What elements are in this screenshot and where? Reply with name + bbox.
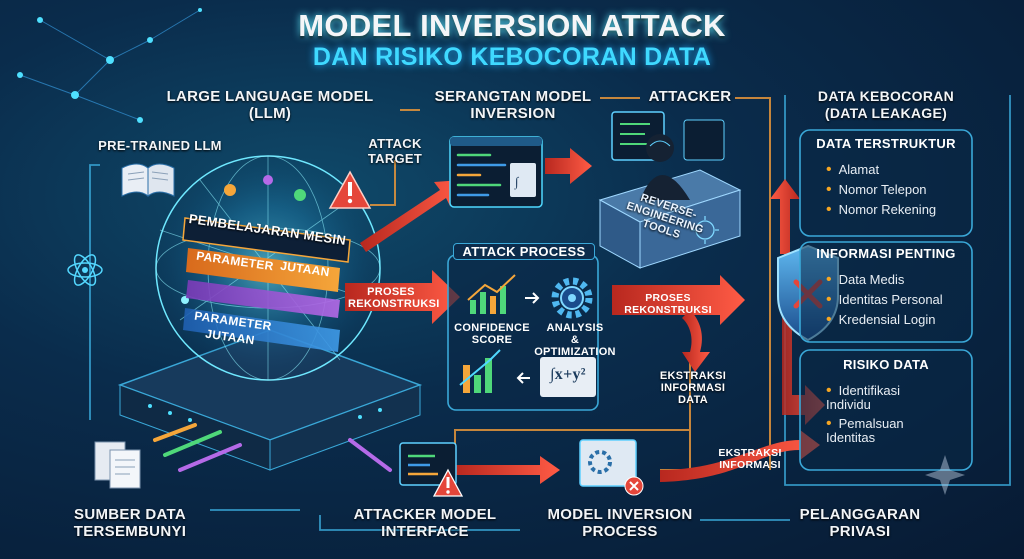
gear-icon (551, 277, 593, 319)
serangan-line1: SERANGTAN MODEL (434, 88, 592, 105)
penting-title: INFORMASI PENTING (816, 246, 956, 261)
process-line1: MODEL INVERSION (547, 506, 693, 523)
page-subtitle: DAN RISIKO KEBOCORAN DATA (312, 43, 712, 71)
attacker-label: ATTACKER (648, 88, 732, 105)
pelanggaran-label: PELANGGARAN PRIVASI (790, 506, 930, 540)
interface-monitor-icon (399, 442, 464, 497)
ekstraksi2-line2: INFORMASI (719, 459, 781, 471)
confidence-label: CONFIDENCE SCORE (452, 322, 532, 346)
list-item: Kredensial Login (826, 310, 943, 330)
risiko-title: RISIKO DATA (843, 357, 929, 372)
serangan-label: SERANGTAN MODEL INVERSION (418, 88, 608, 122)
analysis-label: ANALYSIS & OPTIMIZATION (530, 322, 620, 358)
book-icon (121, 163, 175, 198)
ekstraksi-line1: EKSTRAKSI (659, 370, 727, 382)
attack-target-line1: ATTACK (368, 136, 422, 151)
proses-right-label: PROSES REKONSTRUKSI (624, 292, 712, 316)
sparkle-icon (925, 455, 965, 495)
interface-line1: ATTACKER MODEL (353, 506, 497, 523)
attack-process-title: ATTACK PROCESS (453, 243, 595, 260)
svg-text:∫: ∫ (514, 174, 520, 190)
inversion-process-label: MODEL INVERSION PROCESS (525, 506, 715, 540)
sumber-line1: SUMBER DATA (74, 506, 186, 523)
constellation (19, 9, 201, 121)
penting-list: Data Medis Identitas Personal Kredensial… (826, 270, 943, 330)
interface-label: ATTACKER MODEL INTERFACE (335, 506, 515, 540)
list-item: Alamat (826, 160, 936, 180)
code-window: ∫ (449, 136, 543, 208)
list-item: Identitas Personal (826, 290, 943, 310)
ekstraksi-data-label: EKSTRAKSI INFORMASI DATA (648, 370, 738, 406)
page-title: MODEL INVERSION ATTACK (298, 8, 726, 43)
list-item: Identifikasi Individu (826, 384, 946, 412)
process-monitor-icon (579, 439, 644, 496)
terstruktur-list: Alamat Nomor Telepon Nomor Rekening (826, 160, 937, 220)
confidence-line1: CONFIDENCE (454, 322, 530, 334)
llm-label-line2: (LLM) (248, 105, 292, 122)
warning-icon (328, 170, 372, 209)
ekstraksi2-line1: EKSTRAKSI (718, 447, 782, 459)
sumber-line2: TERSEMBUNYI (73, 523, 187, 540)
documents-icon (94, 441, 141, 489)
atom-icon (67, 254, 103, 286)
model-layers (182, 217, 351, 352)
llm-label: LARGE LANGUAGE MODEL (LLM) (160, 88, 380, 122)
list-item: Nomor Telepon (826, 180, 936, 200)
list-item: Pemalsuan Identitas (826, 417, 946, 445)
leakage-title: DATA KEBOCORAN (DATA LEAKAGE) (796, 88, 976, 122)
analysis-line2: & OPTIMIZATION (534, 334, 616, 358)
proses-left-line1: PROSES (367, 286, 415, 298)
pelanggaran-line2: PRIVASI (829, 523, 891, 540)
attack-target-line2: TARGET (367, 151, 423, 166)
growth-chart-icon (459, 349, 501, 393)
terstruktur-title: DATA TERSTRUKTUR (816, 136, 956, 151)
pelanggaran-line1: PELANGGARAN (799, 506, 921, 523)
confidence-line2: SCORE (471, 334, 513, 346)
pretrained-label: PRE-TRAINED LLM (98, 138, 222, 153)
ekstraksi-line2: INFORMASI (660, 382, 726, 394)
llm-label-line1: LARGE LANGUAGE MODEL (166, 88, 374, 105)
interface-line2: INTERFACE (381, 523, 469, 540)
list-item: Data Medis (826, 270, 943, 290)
formula-card (540, 357, 596, 397)
serangan-line2: INVERSION (470, 105, 556, 122)
chart-icon (467, 274, 516, 314)
leakage-title-line1: DATA KEBOCORAN (817, 88, 955, 104)
sumber-data-label: SUMBER DATA TERSEMBUNYI (55, 506, 205, 540)
ekstraksi-informasi-label: EKSTRAKSI INFORMASI (710, 447, 790, 471)
risiko-list: Identifikasi Individu Pemalsuan Identita… (826, 384, 946, 450)
leakage-title-line2: (DATA LEAKAGE) (824, 105, 948, 121)
attack-target-label: ATTACK TARGET (355, 136, 435, 166)
ekstraksi-line3: DATA (677, 394, 709, 406)
analysis-line1: ANALYSIS (546, 322, 604, 334)
list-item: Nomor Rekening (826, 200, 937, 220)
process-line2: PROCESS (582, 523, 658, 540)
proses-left-line2: REKONSTRUKSI (348, 298, 440, 310)
formula-text: ∫x+y² (550, 366, 586, 383)
attacker-figure (598, 111, 742, 269)
proses-left-label: PROSES REKONSTRUKSI (348, 286, 440, 310)
